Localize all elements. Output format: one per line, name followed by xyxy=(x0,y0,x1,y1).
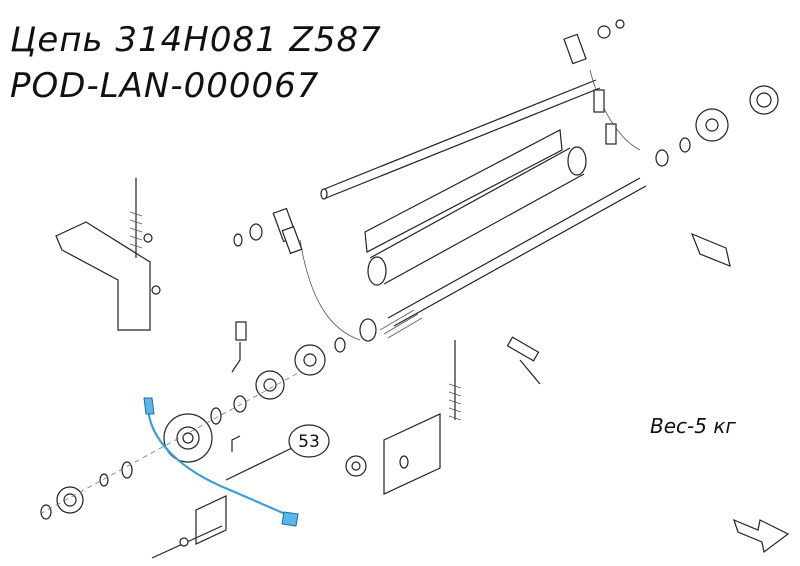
right-sprocket xyxy=(655,85,779,167)
loose-plate xyxy=(690,232,731,267)
top-sprocket-assembly xyxy=(563,19,625,145)
central-sprocket xyxy=(231,318,377,400)
left-bracket xyxy=(55,178,161,331)
lower-shaft xyxy=(379,177,647,339)
lower-brackets xyxy=(151,435,241,559)
diagram-title-line-2: POD-LAN-000067 xyxy=(10,66,320,106)
clutch-hub xyxy=(39,371,301,520)
part-53-chain-wire xyxy=(143,397,299,527)
callout-53: 53 xyxy=(225,424,330,481)
left-pivot xyxy=(233,207,303,255)
chain-path xyxy=(299,69,641,341)
roller-tube xyxy=(364,129,587,286)
large-sprocket xyxy=(99,395,247,487)
next-page-arrow-icon[interactable] xyxy=(733,518,790,554)
weight-label: Вес-5 кг xyxy=(650,414,736,438)
upper-shaft xyxy=(320,79,601,200)
callout-number: 53 xyxy=(298,432,320,452)
right-tensioner xyxy=(345,336,541,495)
diagram-title-line-1: Цепь 314H081 Z587 xyxy=(10,20,382,60)
